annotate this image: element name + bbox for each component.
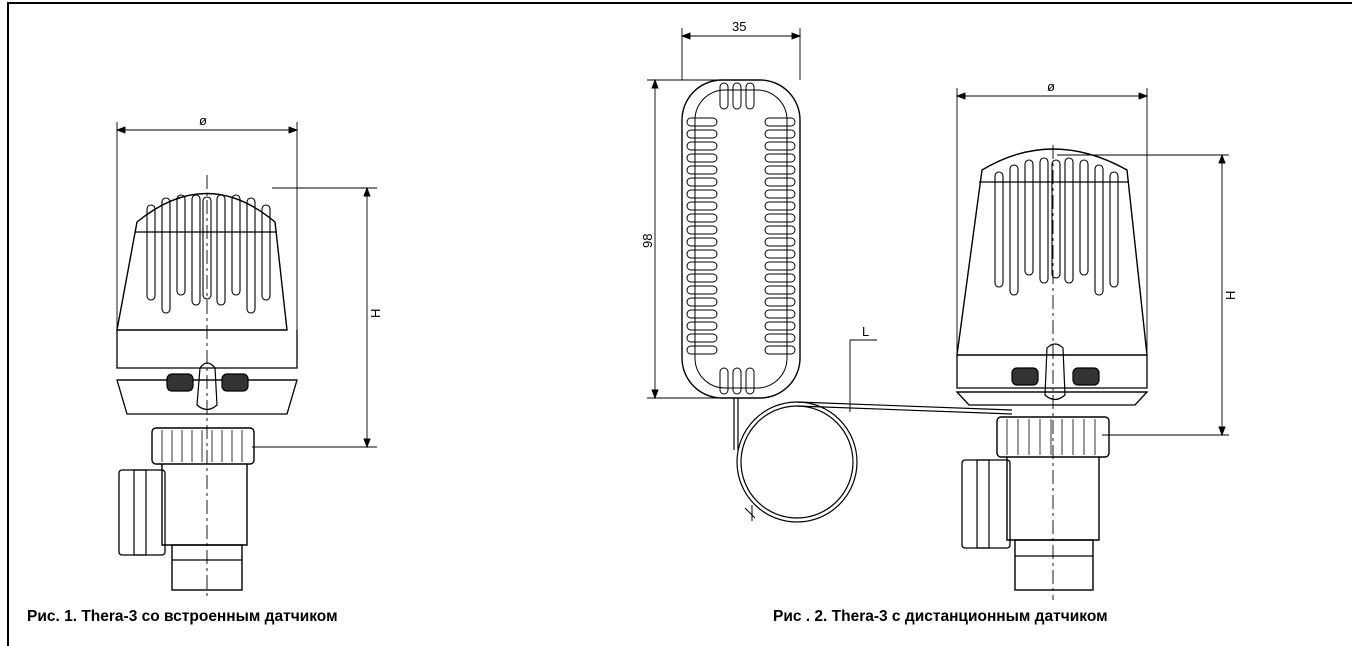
figure1-caption: Рис. 1. Thera-3 со встроенным датчиком: [27, 608, 338, 625]
height-label-fig1: H: [368, 309, 383, 318]
technical-drawing: ø H: [7, 2, 1352, 646]
drawing-sheet: ø H: [7, 0, 1352, 646]
capillary-tube: [733, 398, 1013, 523]
valve-body-fig2: [961, 416, 1110, 591]
sensor-width-label: 35: [732, 19, 746, 34]
capillary-length-leader: [849, 339, 877, 412]
figure2-caption: Рис . 2. Thera-3 с дистанционным датчико…: [773, 608, 1108, 625]
sheet-border: [7, 2, 1352, 646]
height-dimension-fig1: [252, 186, 377, 449]
diameter-dimension-fig1: [115, 122, 299, 330]
remote-sensor-fig2: [681, 79, 801, 399]
valve-body-fig1: [118, 427, 255, 591]
diameter-label-fig2: ø: [1047, 79, 1055, 94]
sensor-height-dimension: [647, 78, 727, 400]
height-label-fig2: H: [1223, 291, 1238, 300]
diameter-label-fig1: ø: [199, 113, 207, 128]
height-dimension-fig2: [1057, 153, 1229, 437]
sensor-width-dimension: [680, 28, 802, 80]
diameter-dimension-fig2: [955, 88, 1149, 355]
capillary-length-label: L: [862, 324, 869, 339]
thermostat-head-fig2: [955, 148, 1149, 406]
sensor-height-label: 98: [640, 234, 655, 248]
